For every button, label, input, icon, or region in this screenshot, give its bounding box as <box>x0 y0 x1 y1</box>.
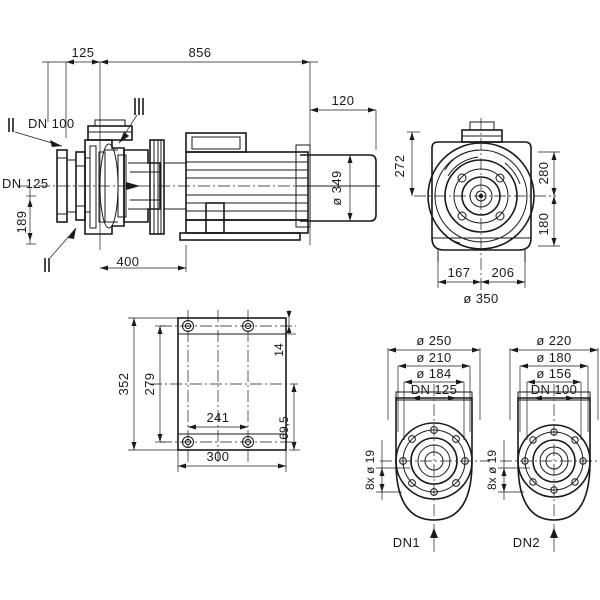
dim-272: 272 <box>392 131 420 196</box>
discharge-nozzle <box>87 119 133 141</box>
flange-dn1-outer-label: ø 250 <box>416 333 451 348</box>
motor-body <box>179 132 311 241</box>
end-view-bolt-bosses <box>457 173 505 221</box>
dim-d349: ø 349 <box>329 154 355 222</box>
flange-dn2-bolt-circle-label: ø 180 <box>536 350 571 365</box>
pump-casing <box>84 139 127 235</box>
flange-dn1-label: DN1 <box>393 535 420 550</box>
end-elevation-view: 272 280 180 167 <box>392 118 560 306</box>
side-elevation-view: 125 856 <box>2 45 330 272</box>
dim-352-label: 352 <box>116 373 131 396</box>
section-mark-iii <box>118 98 144 144</box>
end-view-volute-arc <box>444 149 479 171</box>
flange-dn2-label: DN2 <box>513 535 540 550</box>
dim-856: 856 <box>100 45 318 65</box>
dim-180-label: 180 <box>536 213 551 236</box>
flange-dn1-view: ø 250 ø 210 ø 184 DN 125 8x ø 1 <box>363 333 490 552</box>
dim-120: 120 <box>310 93 377 150</box>
dim-120-label: 120 <box>332 93 355 108</box>
flange-dn1-callout: DN1 <box>393 528 438 552</box>
flange-dn2-callout: DN2 <box>513 528 558 552</box>
flange-dn1-nominal-label: DN 125 <box>411 382 457 397</box>
dim-241: 241 <box>188 410 248 430</box>
dim-241-label: 241 <box>207 410 230 425</box>
flange-dn2-holes-dim: 8x ø 19 <box>485 440 530 500</box>
dim-189-label: 189 <box>14 211 29 234</box>
flange-dn2-dims: ø 220 ø 180 ø 156 DN 100 <box>509 333 599 440</box>
flange-dn2-outer-label: ø 220 <box>536 333 571 348</box>
motor-fan-cowl <box>300 154 377 222</box>
dim-300: 300 <box>177 449 287 472</box>
dim-352: 352 <box>116 317 178 451</box>
flange-dn2-inner-label: ø 156 <box>536 366 571 381</box>
dim-d350-label: ø 350 <box>463 291 498 306</box>
section-mark-ii-bottom <box>44 227 77 272</box>
flange-dn1-holes-dim: 8x ø 19 <box>363 440 410 500</box>
dim-400: 400 <box>100 245 187 272</box>
dim-206-label: 206 <box>492 265 515 280</box>
lantern-bracket <box>123 149 161 223</box>
label-dn-100: DN 100 <box>28 116 74 131</box>
dim-125: 125 <box>42 45 108 65</box>
dim-272-label: 272 <box>392 155 407 178</box>
flange-dn2-holes-label: 8x ø 19 <box>485 450 499 490</box>
flange-dn2-view: ø 220 ø 180 ø 156 DN 100 8x ø 19 <box>485 333 600 552</box>
baseplate-plan-view: 352 279 14 69,5 <box>116 310 300 472</box>
dim-280: 280 <box>536 151 560 196</box>
section-mark-ii-top <box>8 118 63 147</box>
dim-180: 180 <box>536 196 560 247</box>
dim-279-label: 279 <box>142 373 157 396</box>
dim-280-label: 280 <box>536 162 551 185</box>
flange-dn1-dims: ø 250 ø 210 ø 184 DN 125 <box>387 333 481 440</box>
dim-167-206: 167 206 <box>437 258 526 288</box>
side-dim-extensions <box>47 62 311 250</box>
flange-dn1-holes-label: 8x ø 19 <box>363 450 377 490</box>
dim-856-label: 856 <box>189 45 212 60</box>
dim-400-label: 400 <box>117 254 140 269</box>
dim-695-label: 69,5 <box>277 416 291 440</box>
dim-300-label: 300 <box>207 449 230 464</box>
dim-167-label: 167 <box>448 265 471 280</box>
dim-d349-label: ø 349 <box>329 170 344 205</box>
flange-dn1-bolt-circle-label: ø 210 <box>416 350 451 365</box>
dim-14-label: 14 <box>272 343 286 357</box>
dim-279: 279 <box>142 325 166 443</box>
coupling-guard <box>149 139 186 235</box>
flange-dn2-nominal-label: DN 100 <box>531 382 577 397</box>
dim-14: 14 <box>272 310 296 357</box>
motor-end-partial-view: 120 ø 349 <box>296 93 380 222</box>
flange-dn1-inner-label: ø 184 <box>416 366 451 381</box>
dim-189: 189 <box>14 188 36 245</box>
dim-695: 69,5 <box>277 384 300 451</box>
dim-125-label: 125 <box>72 45 95 60</box>
label-dn-125: DN 125 <box>2 176 48 191</box>
